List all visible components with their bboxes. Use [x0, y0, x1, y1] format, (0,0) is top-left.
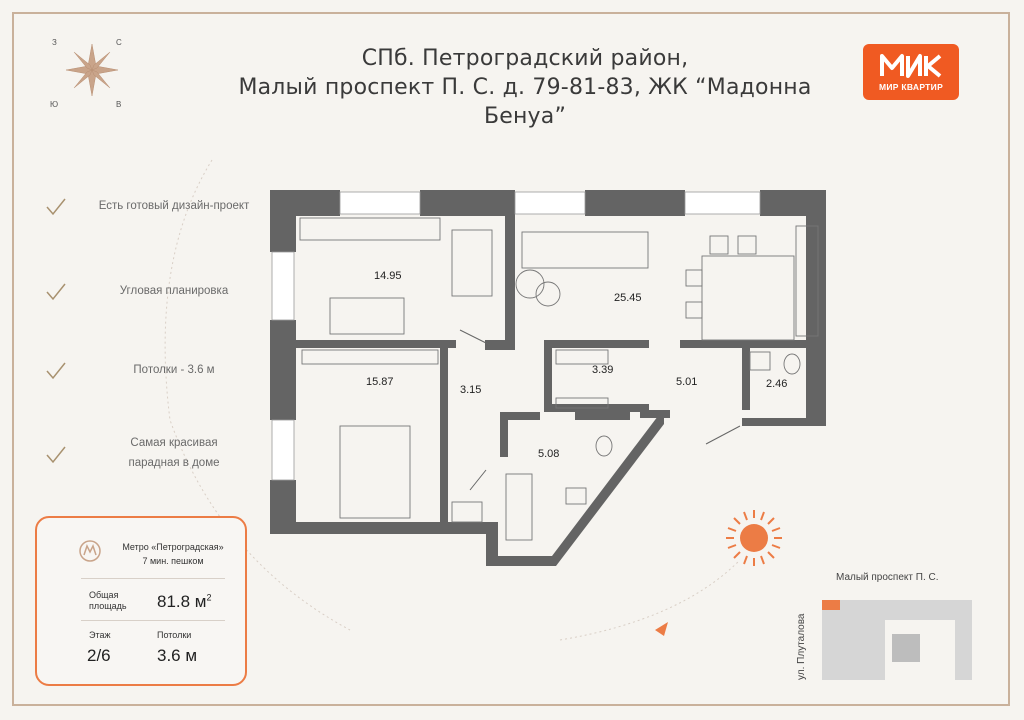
metro-icon	[79, 540, 101, 562]
metro-walk: 7 мин. пешком	[142, 556, 204, 566]
check-icon	[46, 198, 66, 216]
check-icon	[46, 362, 66, 380]
area-value: 81.8 м2	[157, 592, 212, 612]
area-label-line-1: Общая	[89, 590, 119, 600]
street-side-label: ул. Плуталова	[796, 613, 807, 681]
title-line-2: Малый проспект П. С. д. 79-81-83, ЖК “Ма…	[238, 75, 812, 129]
check-icon	[46, 446, 66, 464]
sun-icon	[726, 510, 782, 566]
room-area-hall: 5.01	[676, 376, 698, 388]
check-icon	[46, 283, 66, 301]
title-line-1: СПб. Петроградский район,	[361, 46, 689, 71]
feature-item: Самая красивая парадная в доме	[40, 433, 250, 469]
floor-label: Этаж	[89, 630, 111, 640]
room-area-closet: 3.39	[592, 364, 614, 376]
feature-item: Угловая планировка	[40, 280, 250, 316]
feature-item: Потолки - 3.6 м	[40, 359, 250, 395]
compass-south: Ю	[50, 100, 59, 109]
page-title: СПб. Петроградский район, Малый проспект…	[215, 44, 835, 131]
room-area-wc: 2.46	[766, 378, 788, 390]
logo-text: МИР КВАРТИР	[878, 82, 944, 92]
metro-name: Метро «Петроградская»	[122, 542, 224, 552]
compass-icon	[65, 43, 119, 97]
logo-icon	[880, 54, 942, 78]
compass-west: З	[52, 38, 57, 47]
room-area-living: 25.45	[614, 292, 642, 304]
feature-text: Потолки - 3.6 м	[133, 364, 215, 376]
area-unit-sup: 2	[206, 592, 212, 603]
ceiling-label: Потолки	[157, 630, 192, 640]
page-frame	[12, 12, 1010, 706]
floor-value: 2/6	[87, 646, 111, 665]
divider	[81, 578, 225, 579]
compass-rose: З С Ю В	[44, 34, 128, 111]
feature-text: Угловая планировка	[119, 285, 229, 297]
metro-info: Метро «Петроградская» 7 мин. пешком	[103, 540, 243, 568]
room-area-1: 14.95	[374, 270, 402, 282]
room-area-bedroom: 15.87	[366, 376, 394, 388]
street-main-label: Малый проспект П. С.	[836, 572, 939, 583]
company-logo: МИР КВАРТИР	[863, 44, 959, 100]
feature-text: Есть готовый дизайн-проект	[98, 200, 250, 212]
feature-text: Самая красивая парадная в доме	[128, 437, 220, 469]
info-card: Метро «Петроградская» 7 мин. пешком Обща…	[35, 516, 247, 686]
divider	[81, 620, 225, 621]
room-area-corridor: 3.15	[460, 384, 482, 396]
area-label: Общая площадь	[89, 590, 127, 612]
feature-item: Есть готовый дизайн-проект	[40, 195, 250, 231]
room-area-bath: 5.08	[538, 448, 560, 460]
area-value-text: 81.8 м	[157, 592, 207, 611]
compass-north: С	[116, 38, 122, 47]
arrow-icon	[655, 622, 668, 636]
area-label-line-2: площадь	[89, 601, 127, 611]
ceiling-value: 3.6 м	[157, 646, 198, 665]
compass-east: В	[116, 100, 122, 109]
